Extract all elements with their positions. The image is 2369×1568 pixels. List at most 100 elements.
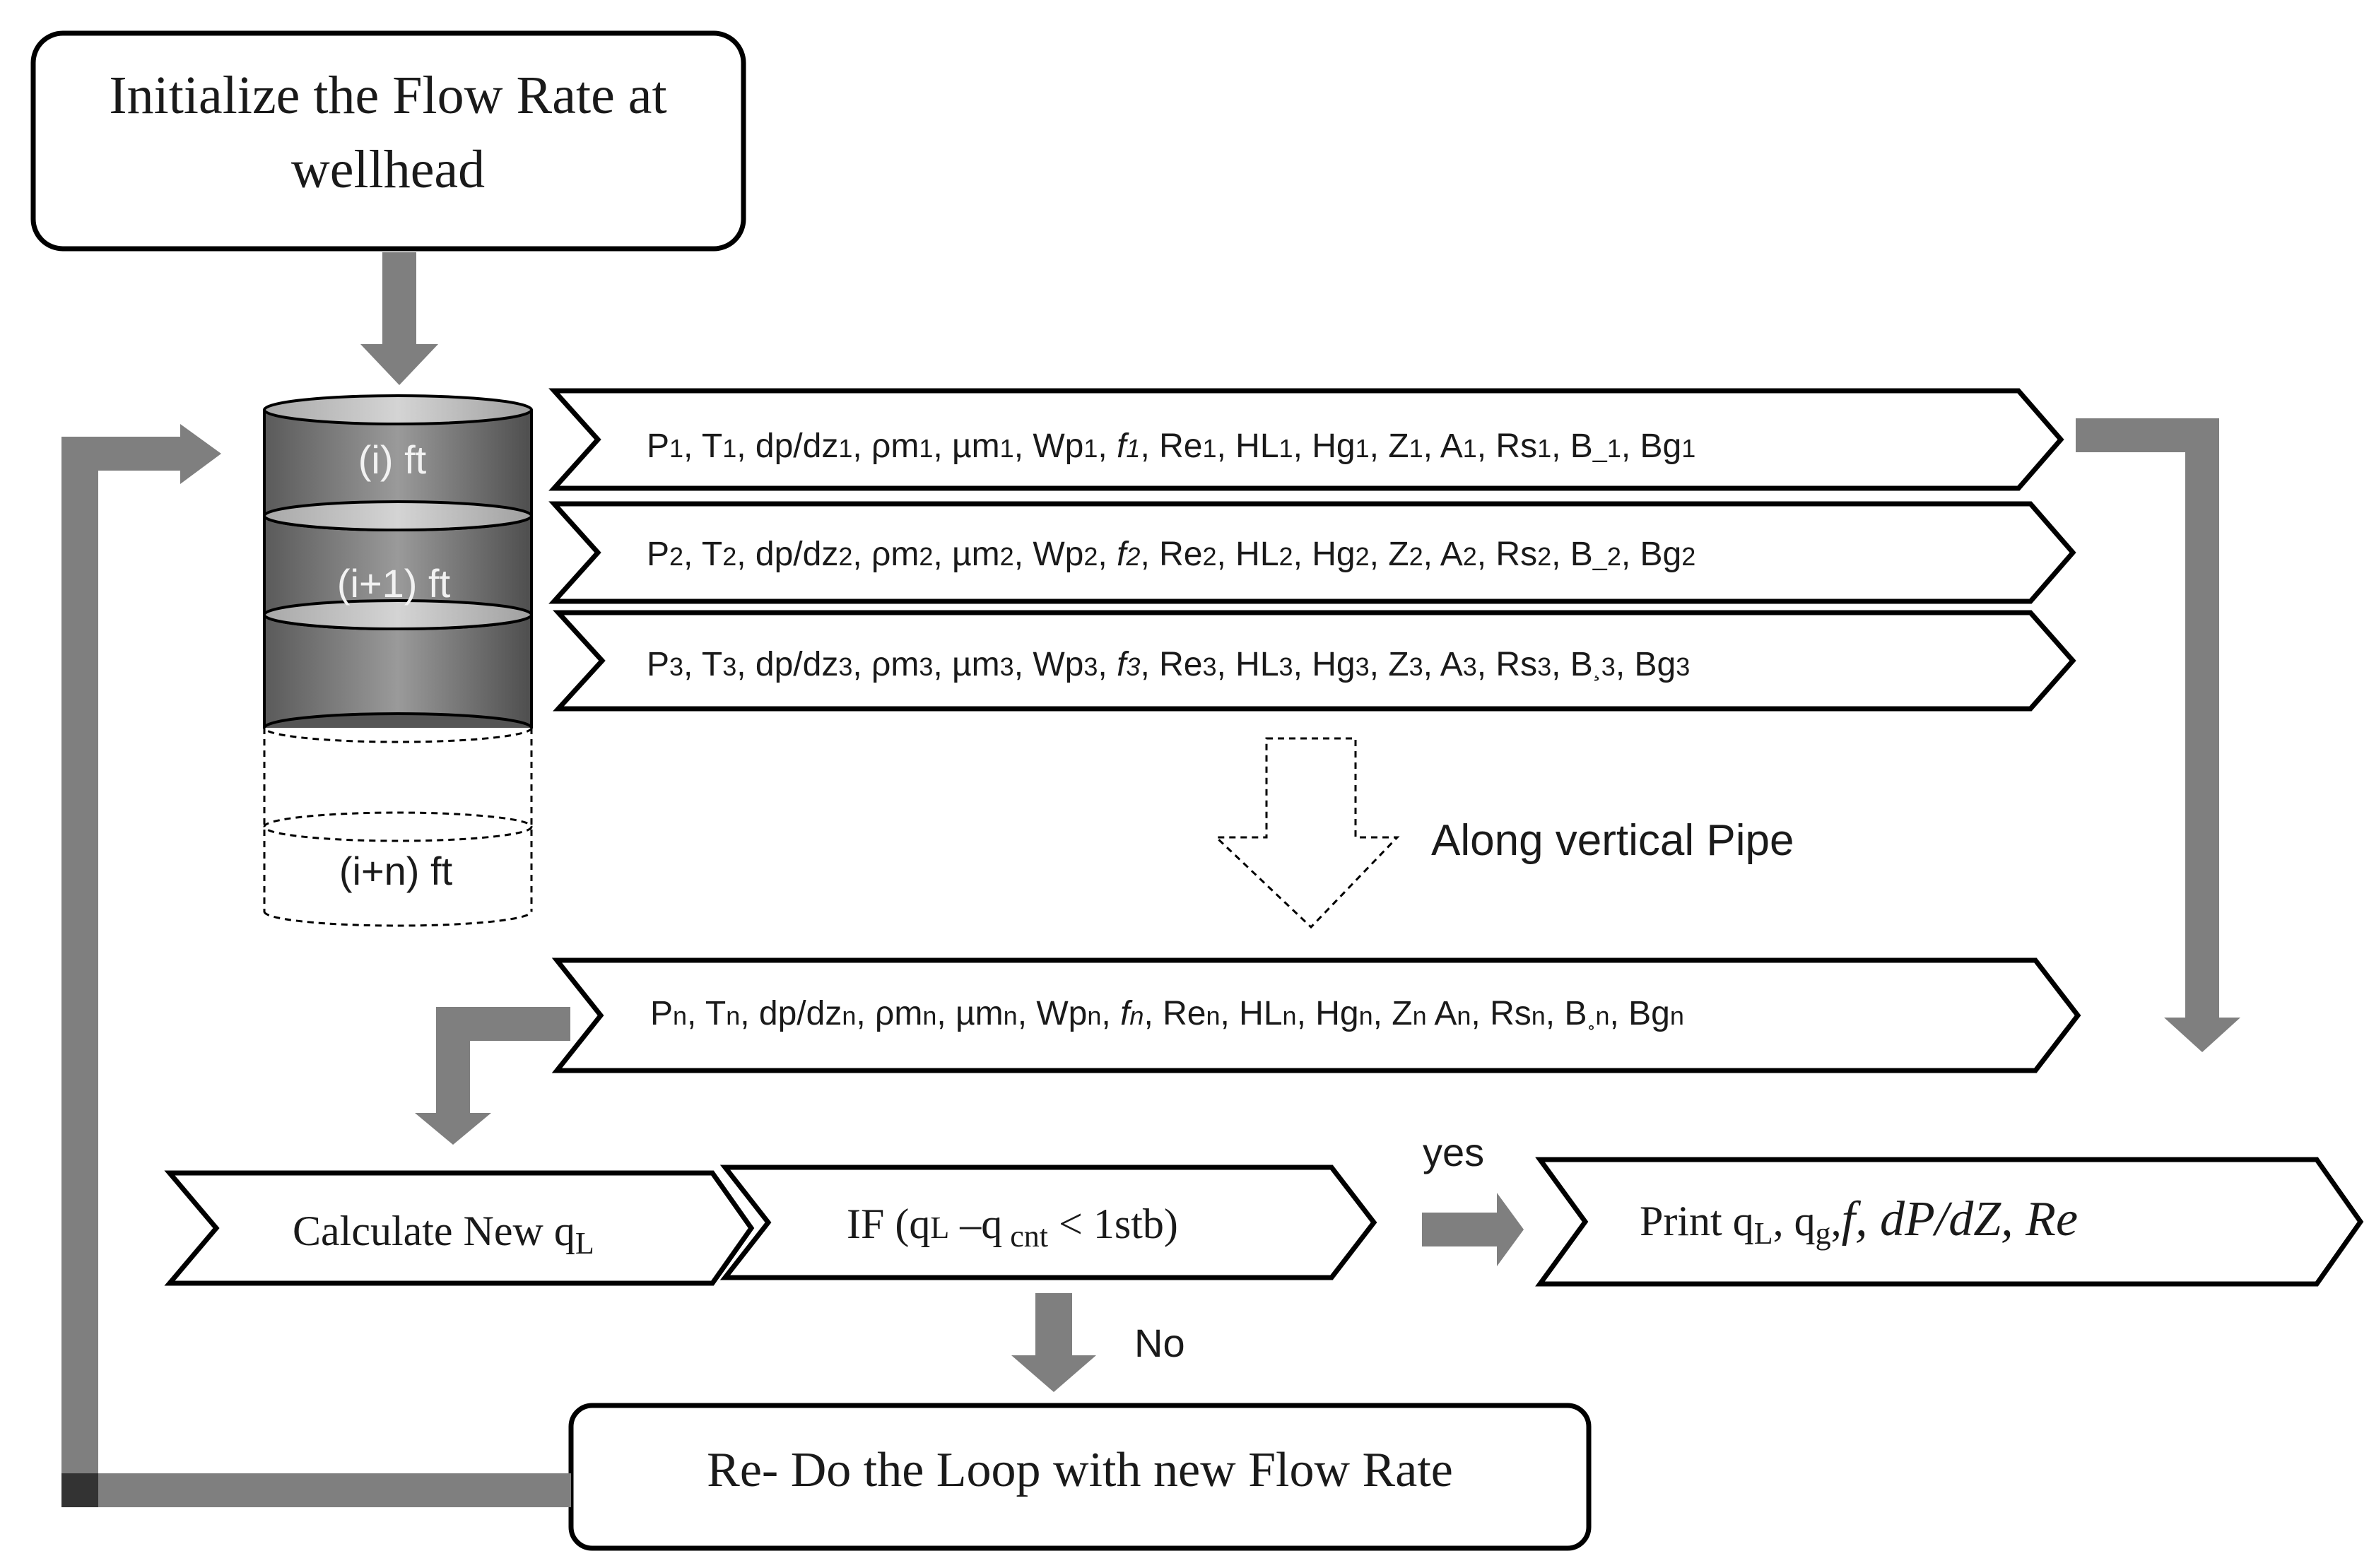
param-symbol: T [702, 428, 722, 465]
param-subscript: 2 [1537, 542, 1551, 571]
param-symbol: A [1440, 428, 1463, 465]
param-symbol: , [852, 428, 871, 465]
param-symbol: Re [1159, 536, 1202, 573]
param-subscript: 3 [669, 652, 683, 681]
param-row-3: P3, T3, dp/dz3, ρm3, µm3, Wp3, f3, Re3, … [553, 610, 2076, 712]
param-symbol: , [1423, 428, 1440, 465]
param-symbol: µm [952, 646, 1000, 683]
param-subscript: 1 [838, 434, 852, 463]
segment-label-i-plus-n: (i+n) ft [339, 849, 453, 893]
print-label: Print qL, qg,f, dP/dZ, Re [1640, 1192, 2078, 1251]
param-subscript: 1 [1126, 434, 1140, 463]
param-row-1-text: P1, T1, dp/dz1, ρm1, µm1, Wp1, f1, Re1, … [647, 428, 1695, 465]
param-subscript: n [726, 1001, 740, 1030]
param-subscript: 3 [1202, 652, 1216, 681]
param-symbol: , [1144, 995, 1163, 1032]
param-symbol: Hg [1312, 536, 1355, 573]
param-symbol: , [1217, 536, 1236, 573]
param-symbol: , [933, 536, 952, 573]
param-subscript: 1 [722, 434, 736, 463]
print-step: Print qL, qg,f, dP/dZ, Re [1535, 1157, 2364, 1287]
param-symbol: , [1373, 995, 1392, 1032]
param-symbol: T [702, 536, 722, 573]
param-symbol: , [1546, 995, 1565, 1032]
param-subscript: 2 [722, 542, 736, 571]
param-row-3-text: P3, T3, dp/dz3, ρm3, µm3, Wp3, f3, Re3, … [647, 646, 1690, 683]
param-symbol: Rs [1490, 995, 1532, 1032]
param-symbol: , [1217, 428, 1236, 465]
param-symbol: , [1014, 646, 1033, 683]
param-subscript: 1 [1000, 434, 1014, 463]
along-pipe-arrow: Along vertical Pipe [1213, 737, 1794, 929]
param-subscript: 1 [1681, 434, 1695, 463]
param-symbol: , [683, 646, 702, 683]
param-symbol: B [1570, 536, 1593, 573]
redo-loop-box: Re- Do the Loop with new Flow Rate [568, 1403, 1592, 1551]
param-symbol: Rs [1495, 536, 1537, 573]
param-subscript: 3 [838, 652, 852, 681]
param-symbol: µm [952, 536, 1000, 573]
param-subscript: 1 [1356, 434, 1370, 463]
param-symbol: , [1609, 995, 1628, 1032]
param-subscript: 3 [1000, 652, 1014, 681]
param-subscript: _1 [1592, 434, 1621, 463]
param-symbol: , [1293, 428, 1312, 465]
param-subscript: 2 [1083, 542, 1098, 571]
param-symbol: Wp [1036, 995, 1087, 1032]
initialize-label-line1: Initialize the Flow Rate at [109, 66, 666, 125]
param-symbol: , [933, 428, 952, 465]
param-symbol: Z [1388, 428, 1409, 465]
param-symbol: , [1098, 428, 1117, 465]
param-symbol: , [736, 646, 756, 683]
param-subscript: n [922, 1001, 936, 1030]
param-symbol: , [1221, 995, 1240, 1032]
param-symbol: Rs [1495, 646, 1537, 683]
param-row-n-text: Pn, Tn, dp/dzn, ρmn, µmn, Wpn, fn, Ren, … [650, 995, 1684, 1032]
param-subscript: 1 [1279, 434, 1293, 463]
yes-arrow: yes [1422, 1130, 1524, 1266]
param-subscript: n [1206, 1001, 1220, 1030]
param-symbol: P [647, 428, 669, 465]
param-symbol: dp/dz [756, 428, 838, 465]
param-subscript: n [673, 1001, 687, 1030]
param-subscript: n [1532, 1001, 1546, 1030]
param-symbol: , [1370, 536, 1389, 573]
initialize-label-line2: wellhead [291, 140, 485, 199]
param-symbol: Re [1159, 428, 1202, 465]
yes-label: yes [1423, 1130, 1484, 1174]
param-symbol: Bg [1634, 646, 1676, 683]
initialize-box: Initialize the Flow Rate at wellhead [30, 30, 746, 252]
param-symbol: Z [1388, 536, 1409, 573]
param-symbol: , [1616, 646, 1635, 683]
param-subscript: 2 [1409, 542, 1423, 571]
param-symbol: HL [1239, 995, 1282, 1032]
loop-back-arrow [61, 424, 571, 1507]
param-symbol: T [705, 995, 726, 1032]
param-subscript: 3 [1279, 652, 1293, 681]
param-subscript: 1 [1083, 434, 1098, 463]
param-symbol: B [1564, 995, 1587, 1032]
if-condition-step: IF (qL –q cnt < 1stb) [719, 1165, 1377, 1280]
pipe-segment-n: (i+n) ft [263, 712, 533, 927]
param-subscript: 3 [1676, 652, 1690, 681]
param-symbol: , [933, 646, 952, 683]
param-row-2-text: P2, T2, dp/dz2, ρm2, µm2, Wp2, f2, Re2, … [647, 536, 1695, 573]
param-symbol: A [1440, 536, 1463, 573]
param-symbol: , [1293, 646, 1312, 683]
param-subscript: 1 [1463, 434, 1477, 463]
no-arrow: No [1011, 1293, 1185, 1392]
param-subscript: 3 [1356, 652, 1370, 681]
param-symbol: Wp [1033, 536, 1083, 573]
param-subscript: 2 [919, 542, 933, 571]
param-symbol: P [647, 646, 669, 683]
param-symbol: ρm [875, 995, 922, 1032]
no-label: No [1134, 1321, 1185, 1365]
param-subscript: 3 [1409, 652, 1423, 681]
param-symbol: Wp [1033, 428, 1083, 465]
param-symbol: , [936, 995, 956, 1032]
param-subscript: 2 [1202, 542, 1216, 571]
param-symbol: Bg [1628, 995, 1670, 1032]
param-subscript: ¸3 [1593, 652, 1616, 681]
param-subscript: 2 [1356, 542, 1370, 571]
